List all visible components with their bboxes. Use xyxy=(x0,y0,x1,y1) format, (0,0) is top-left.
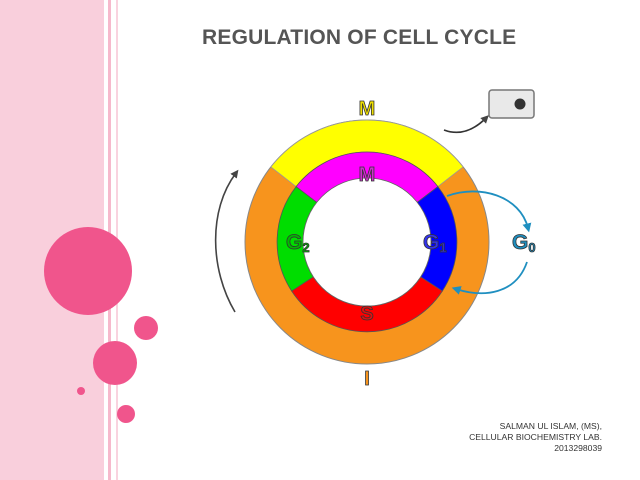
cycle-direction-arrow xyxy=(214,169,239,313)
g0-label: G0 xyxy=(512,231,536,255)
credit-id: 2013298039 xyxy=(554,443,602,453)
decor-circle-dot xyxy=(77,387,85,395)
inner-m-label: M xyxy=(359,164,376,186)
center-hole xyxy=(302,177,432,307)
decor-circle-large xyxy=(44,227,132,315)
s-label: S xyxy=(360,303,373,325)
nucleus-icon xyxy=(514,98,526,110)
credit-author: SALMAN UL ISLAM, (MS), xyxy=(499,421,602,431)
credit-lab: CELLULAR BIOCHEMISTRY LAB. xyxy=(469,432,602,442)
decor-circle-small-1 xyxy=(134,316,158,340)
g2-label: G2 xyxy=(286,231,310,255)
slide-title: REGULATION OF CELL CYCLE xyxy=(202,26,517,49)
outer-m-label: M xyxy=(359,98,376,120)
division-arrow xyxy=(443,115,489,134)
g0-to-g1-arrow xyxy=(451,261,528,295)
g1-label: G1 xyxy=(423,231,447,255)
g1-to-g0-arrow xyxy=(446,190,532,233)
author-credit: SALMAN UL ISLAM, (MS), CELLULAR BIOCHEMI… xyxy=(382,421,602,454)
interphase-label: I xyxy=(364,368,370,390)
daughter-cell-icon xyxy=(488,89,535,119)
decor-circle-medium xyxy=(93,341,137,385)
decor-circle-small-2 xyxy=(117,405,135,423)
